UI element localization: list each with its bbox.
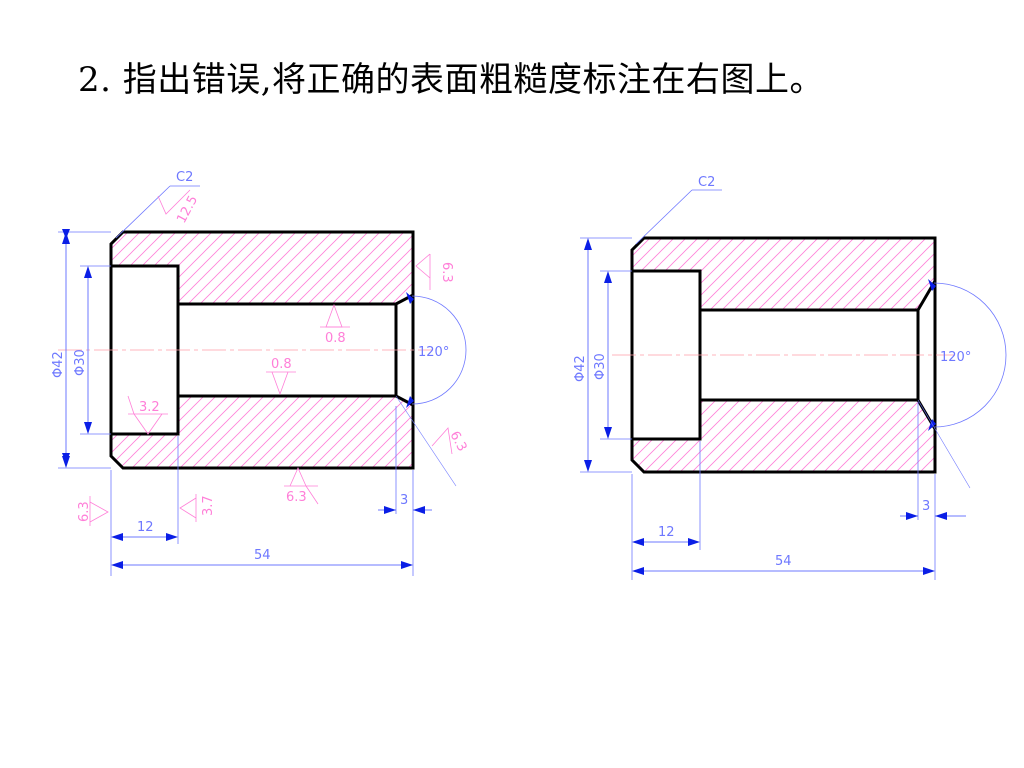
- right-dim-diameter-42: [580, 237, 632, 473]
- right-label-diameter-42: Φ42: [573, 355, 588, 382]
- right-chamfer-leader: [635, 189, 722, 245]
- left-label-width-54: 54: [254, 548, 271, 563]
- right-label-chamfer: C2: [698, 175, 715, 190]
- right-section-bottom: [632, 400, 935, 472]
- left-roughness-0-8-top-symbol: [320, 303, 350, 328]
- left-roughness-3-2-symbol: [127, 395, 168, 435]
- left-dim-diameter-30: [80, 265, 111, 435]
- left-roughness-3-7-symbol: [179, 494, 197, 522]
- left-roughness-3-7: 3.7: [201, 495, 216, 516]
- left-roughness-0-8-mid-symbol: [266, 371, 296, 396]
- left-roughness-right-symbol: [415, 253, 431, 290]
- left-roughness-cone-symbol: [431, 427, 453, 455]
- left-roughness-6-3-right: 6.3: [439, 262, 454, 283]
- right-section-top: [632, 238, 935, 310]
- right-label-width-12: 12: [658, 525, 675, 540]
- left-roughness-6-3-bottom: 6.3: [286, 490, 307, 505]
- left-roughness-6-3-bottom-symbol: [284, 467, 319, 505]
- left-roughness-6-3-left-symbol: [89, 496, 109, 526]
- left-drawing: Φ42 Φ30 C2 12.5 6.3: [51, 170, 469, 576]
- right-label-diameter-30: Φ30: [593, 353, 608, 380]
- left-roughness-6-3-left: 6.3: [77, 501, 92, 522]
- right-label-width-54: 54: [775, 554, 792, 569]
- left-dim-width-12: [110, 436, 179, 576]
- left-roughness-3-2: 3.2: [139, 400, 160, 415]
- left-roughness-0-8-mid: 0.8: [271, 357, 292, 372]
- left-label-angle: 120°: [418, 345, 449, 360]
- left-label-width-12: 12: [137, 520, 154, 535]
- right-label-width-3: 3: [922, 499, 930, 514]
- right-label-angle: 120°: [940, 350, 971, 365]
- left-label-diameter-30: Φ30: [73, 349, 88, 376]
- right-dim-width-54: [632, 474, 936, 580]
- left-label-width-3: 3: [400, 493, 408, 508]
- left-dim-width-3: [378, 406, 432, 514]
- left-label-diameter-42: Φ42: [51, 351, 66, 378]
- left-dim-width-54: [111, 470, 414, 576]
- left-cone-extension: [395, 395, 457, 487]
- left-roughness-12-5-symbol: [157, 189, 191, 215]
- left-roughness-cone: 6.3: [446, 429, 469, 454]
- right-drawing: Φ42 Φ30 C2 120° 12 54: [573, 175, 1007, 580]
- page-title: 2. 指出错误,将正确的表面粗糙度标注在右图上。: [78, 60, 825, 100]
- right-angle-arc: [933, 282, 1007, 428]
- left-angle-arc: [411, 295, 467, 405]
- right-dim-width-3: [900, 402, 966, 520]
- left-section-top: [111, 232, 413, 304]
- right-dim-width-12: [631, 441, 701, 580]
- left-roughness-12-5: 12.5: [174, 193, 201, 226]
- left-dim-diameter-42: [58, 229, 111, 469]
- left-outline: [109, 230, 415, 470]
- right-dim-diameter-30: [600, 270, 632, 440]
- left-roughness-0-8-top: 0.8: [325, 331, 346, 346]
- left-label-chamfer: C2: [176, 170, 193, 185]
- left-section-bottom: [111, 396, 413, 468]
- left-chamfer-leader: [115, 185, 200, 239]
- right-cone-extension: [917, 399, 971, 489]
